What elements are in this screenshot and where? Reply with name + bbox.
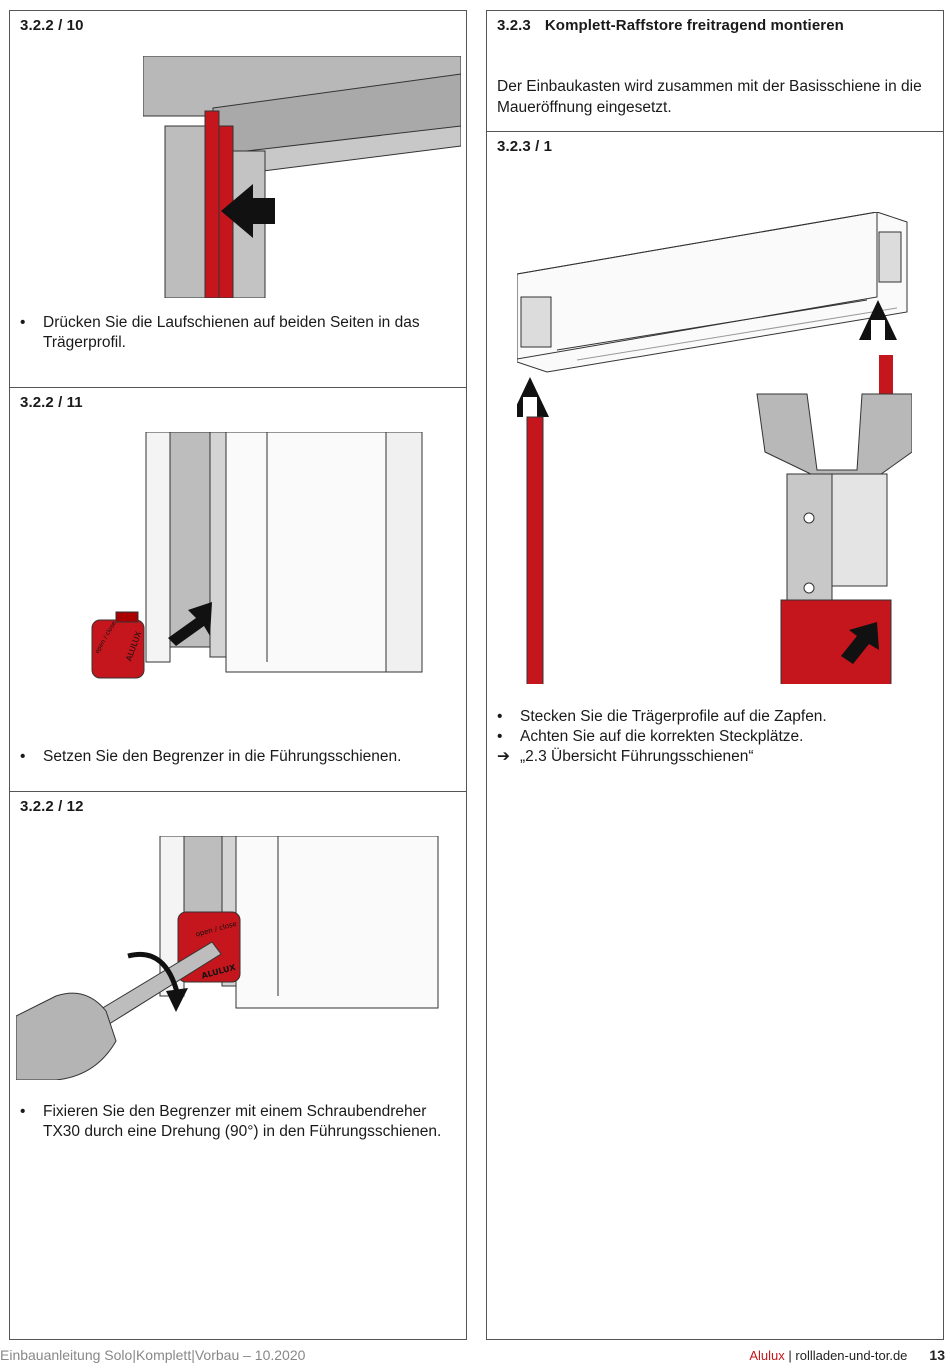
list-item: • Stecken Sie die Trägerprofile auf die Z… (497, 707, 937, 727)
cross-reference-link[interactable]: ➔ „2.3 Übersicht Führungsschienen“ (497, 747, 937, 767)
list-item: • Fixieren Sie den Begrenzer mit einem Sc… (20, 1102, 460, 1142)
page-number: 13 (929, 1347, 945, 1363)
footer-website[interactable]: rollladen-und-tor.de (795, 1348, 908, 1363)
chapter-3-2-3: 3.2.3 Komplett-Raffstore freitragend mont… (487, 11, 943, 131)
illustration-screwdriver: open / close ALULUX (16, 836, 439, 1080)
intro-paragraph: Der Einbaukasten wird zusammen mit der B… (497, 78, 922, 116)
footer-doc-title: Einbauanleitung Solo|Komplett|Vorbau – 1… (0, 1347, 306, 1363)
right-column: 3.2.3 Komplett-Raffstore freitragend mont… (486, 10, 944, 1340)
step-3-2-2-10: 3.2.2 / 10 • Drücken Sie die Laufschienen… (10, 11, 466, 387)
footer-separator: | (784, 1348, 796, 1363)
bullet-marker: • (20, 748, 26, 765)
list-item: • Drücken Sie die Laufschienen auf beiden… (20, 313, 460, 353)
left-column: 3.2.2 / 10 • Drücken Sie die Laufschienen… (9, 10, 467, 1340)
list-item-text: Achten Sie auf die korrekten Steckplätze… (520, 728, 804, 745)
section-heading-text: Komplett-Raffstore freitragend montieren (544, 17, 844, 34)
step-title: 3.2.2 / 10 (20, 17, 84, 34)
section-divider (487, 131, 943, 132)
bullet-list: • Stecken Sie die Trägerprofile auf die Z… (497, 707, 937, 767)
illustration-rail-into-profile (143, 56, 461, 298)
list-item-text: Stecken Sie die Trägerprofile auf die Za… (520, 708, 827, 725)
step-title: 3.2.2 / 11 (20, 394, 83, 411)
bullet-marker: • (20, 1103, 26, 1120)
list-item-text: Drücken Sie die Laufschienen auf beiden … (43, 314, 420, 351)
footer-right: Alulux | rollladen-und-tor.de 13 (749, 1347, 945, 1363)
list-item-text: Setzen Sie den Begrenzer in die Führungs… (43, 748, 402, 765)
bullet-marker: • (20, 314, 26, 331)
section-heading: 3.2.3 Komplett-Raffstore freitragend mont… (497, 17, 844, 34)
bullet-marker: • (497, 708, 503, 725)
step-3-2-2-11: 3.2.2 / 11 ALULUX open / close • Setzen S… (10, 388, 466, 791)
list-item: • Achten Sie auf die korrekten Steckplätz… (497, 727, 937, 747)
cross-reference-text[interactable]: „2.3 Übersicht Führungsschienen“ (520, 748, 754, 765)
illustration-limiter-insert: ALULUX open / close (91, 432, 423, 679)
bullet-list: • Setzen Sie den Begrenzer in die Führung… (20, 747, 460, 767)
list-item-text: Fixieren Sie den Begrenzer mit einem Sch… (43, 1103, 442, 1140)
step-3-2-2-12: 3.2.2 / 12 open / close ALULUX • Fixieren… (10, 792, 466, 1341)
step-3-2-3-1: 3.2.3 / 1 • Stecken Sie die Trägerprofile… (487, 132, 943, 1341)
bullet-list: • Fixieren Sie den Begrenzer mit einem Sc… (20, 1102, 460, 1142)
list-item: • Setzen Sie den Begrenzer in die Führung… (20, 747, 460, 767)
bullet-list: • Drücken Sie die Laufschienen auf beiden… (20, 313, 460, 353)
step-title: 3.2.3 / 1 (497, 138, 553, 155)
illustration-box-on-pins (517, 212, 912, 684)
arrow-icon: ➔ (497, 748, 510, 765)
section-divider (10, 791, 466, 792)
bullet-marker: • (497, 728, 503, 745)
footer-brand: Alulux (749, 1348, 785, 1363)
step-title: 3.2.2 / 12 (20, 798, 84, 815)
section-number: 3.2.3 (497, 17, 531, 34)
section-divider (10, 387, 466, 388)
